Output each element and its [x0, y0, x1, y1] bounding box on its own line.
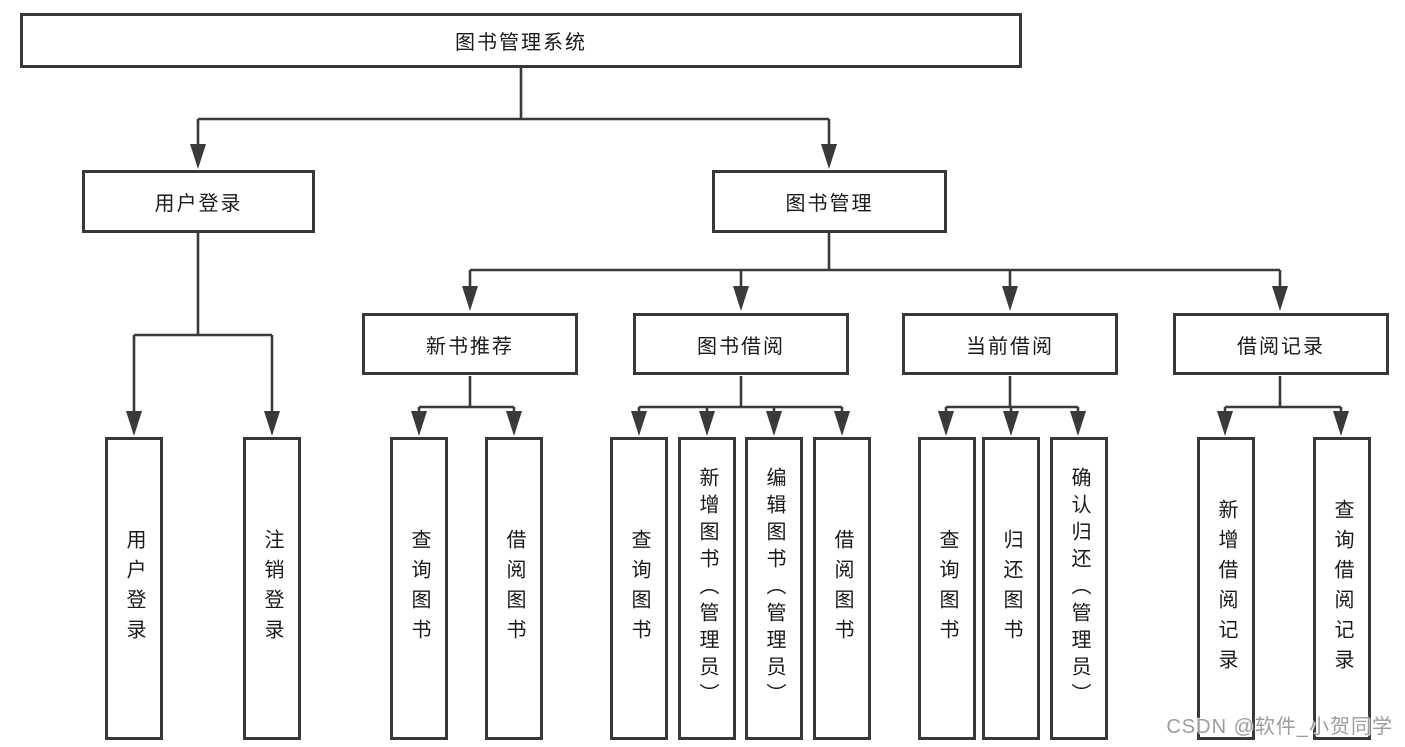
leaf-borrow-books: 借阅图书	[813, 437, 871, 740]
leaf-current-query-books-label: 查询图书	[936, 528, 958, 649]
leaf-logout-label: 注销登录	[261, 528, 283, 649]
leaf-recommend-query-books-label: 查询图书	[408, 528, 430, 649]
leaf-recommend-borrow-books-label: 借阅图书	[503, 528, 525, 649]
leaf-add-borrow-record: 新增借阅记录	[1197, 437, 1255, 740]
leaf-logout: 注销登录	[243, 437, 301, 740]
leaf-borrow-query-books-label: 查询图书	[628, 528, 650, 649]
leaf-borrow-books-label: 借阅图书	[831, 528, 853, 649]
node-root-label: 图书管理系统	[455, 32, 587, 54]
leaf-recommend-query-books: 查询图书	[390, 437, 448, 740]
arrowheads	[126, 144, 1349, 436]
node-book-management: 图书管理	[712, 170, 947, 233]
leaf-user-login-label: 用户登录	[123, 528, 145, 649]
leaf-add-books-admin-label: 新增图书（管理员）	[696, 467, 718, 710]
csdn-watermark: CSDN @软件_小贺同学	[1166, 716, 1393, 738]
leaf-return-books-label: 归还图书	[1000, 528, 1022, 649]
node-user-login: 用户登录	[82, 170, 315, 233]
leaf-user-login: 用户登录	[105, 437, 163, 740]
leaf-current-query-books: 查询图书	[918, 437, 976, 740]
node-borrow-records: 借阅记录	[1173, 313, 1389, 375]
node-book-borrow: 图书借阅	[633, 313, 849, 375]
node-book-management-label: 图书管理	[785, 193, 874, 215]
node-current-borrow: 当前借阅	[902, 313, 1118, 375]
node-current-borrow-label: 当前借阅	[966, 335, 1054, 358]
leaf-query-borrow-record-label: 查询借阅记录	[1331, 498, 1353, 679]
leaf-edit-books-admin-label: 编辑图书（管理员）	[763, 467, 785, 710]
leaf-add-borrow-record-label: 新增借阅记录	[1215, 498, 1237, 679]
node-new-book-recommend-label: 新书推荐	[426, 335, 514, 358]
node-user-login-label: 用户登录	[154, 193, 243, 215]
leaf-add-books-admin: 新增图书（管理员）	[678, 437, 736, 740]
leaf-return-books: 归还图书	[982, 437, 1040, 740]
leaf-confirm-return-admin: 确认归还（管理员）	[1050, 437, 1108, 740]
leaf-edit-books-admin: 编辑图书（管理员）	[745, 437, 803, 740]
node-new-book-recommend: 新书推荐	[362, 313, 578, 375]
node-book-borrow-label: 图书借阅	[697, 335, 785, 358]
node-root: 图书管理系统	[20, 13, 1022, 68]
node-borrow-records-label: 借阅记录	[1237, 335, 1325, 358]
leaf-confirm-return-admin-label: 确认归还（管理员）	[1068, 467, 1090, 710]
leaf-query-borrow-record: 查询借阅记录	[1313, 437, 1371, 740]
leaf-borrow-query-books: 查询图书	[610, 437, 668, 740]
leaf-recommend-borrow-books: 借阅图书	[485, 437, 543, 740]
